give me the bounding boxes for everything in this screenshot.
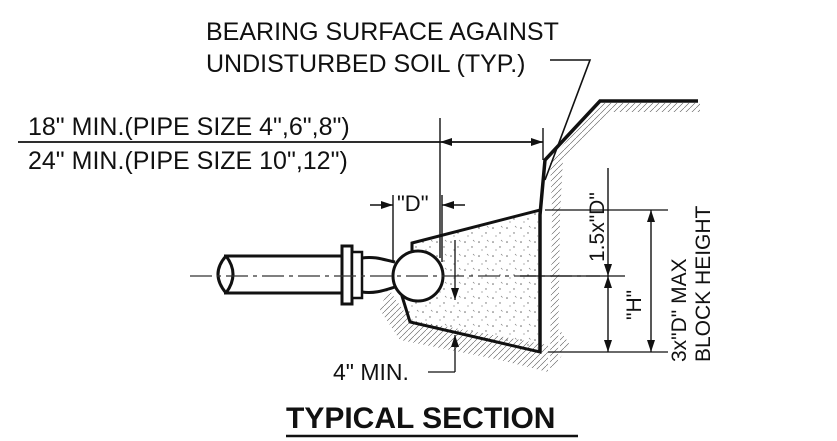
height-dimensions [520, 168, 668, 353]
min-distance-dimension [18, 118, 544, 258]
max-height-line1: 3x"D" MAX [668, 258, 691, 362]
d-dimension [370, 195, 465, 262]
section-title: TYPICAL SECTION [286, 402, 555, 435]
dim-h-label: "H" [623, 290, 646, 320]
min-24-label: 24" MIN.(PIPE SIZE 10",12") [28, 147, 348, 175]
bearing-leader [544, 59, 592, 181]
min-18-label: 18" MIN.(PIPE SIZE 4",6",8") [28, 113, 350, 141]
dim-d-label: "D" [397, 191, 429, 216]
dim-1-5d-label: 1.5x"D" [586, 192, 609, 262]
bottom-dimensions [428, 240, 459, 373]
bearing-note-line2: UNDISTURBED SOIL (TYP.) [206, 50, 526, 78]
min-4-label: 4" MIN. [333, 359, 409, 385]
bearing-note-line1: BEARING SURFACE AGAINST [206, 18, 559, 46]
max-height-line2: BLOCK HEIGHT [692, 205, 715, 362]
pipe [216, 244, 445, 306]
